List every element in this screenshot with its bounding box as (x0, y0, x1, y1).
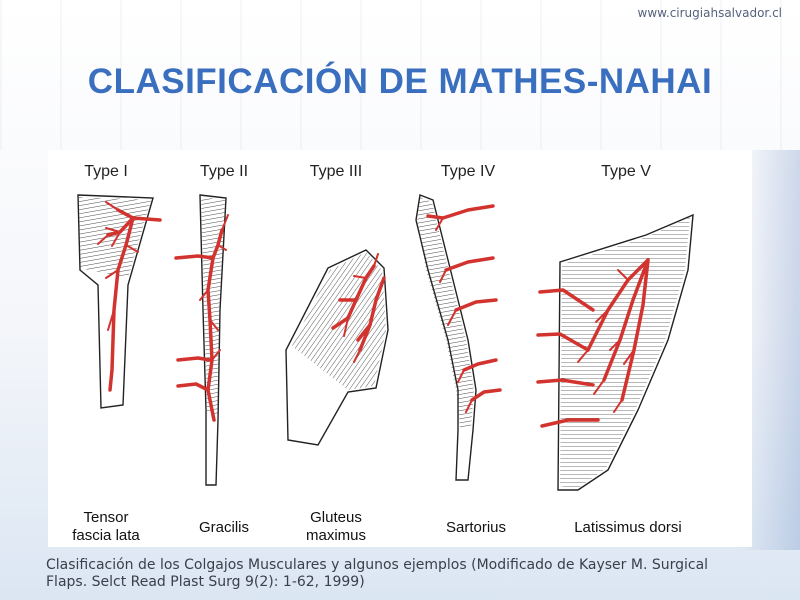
type-i-illustration (77, 194, 162, 409)
mathes-nahai-figure: Type I Type II Type III Type IV Type V (48, 150, 752, 547)
figure-caption: Clasificación de los Colgajos Musculares… (46, 557, 766, 591)
background-decoration (0, 0, 800, 150)
type-iv-illustration (415, 194, 502, 481)
type-v-illustration (536, 213, 694, 491)
type-label: Type III (310, 163, 362, 180)
classification-diagram: Type I Type II Type III Type IV Type V (72, 163, 694, 544)
muscle-name-line: fascia lata (72, 527, 140, 544)
muscle-name-line: Latissimus dorsi (574, 519, 682, 536)
type-iii-illustration (285, 249, 389, 446)
muscle-name-line: Gluteus (310, 509, 362, 526)
slide-title: CLASIFICACIÓN DE MATHES-NAHAI (87, 62, 713, 101)
muscle-name-line: Tensor (83, 509, 128, 526)
type-label: Type II (200, 163, 248, 180)
muscle-name-line: maximus (306, 527, 366, 544)
muscle-name-line: Sartorius (446, 519, 506, 536)
muscle-name-line: Gracilis (199, 519, 249, 536)
type-label: Type V (601, 163, 651, 180)
type-label: Type I (84, 163, 128, 180)
website-url: www.cirugiahsalvador.cl (637, 6, 782, 20)
caption-line: Flaps. Selct Read Plast Surg 9(2): 1-62,… (46, 574, 365, 590)
type-label: Type IV (441, 163, 496, 180)
caption-line: Clasificación de los Colgajos Musculares… (46, 557, 709, 573)
type-ii-illustration (174, 194, 229, 486)
